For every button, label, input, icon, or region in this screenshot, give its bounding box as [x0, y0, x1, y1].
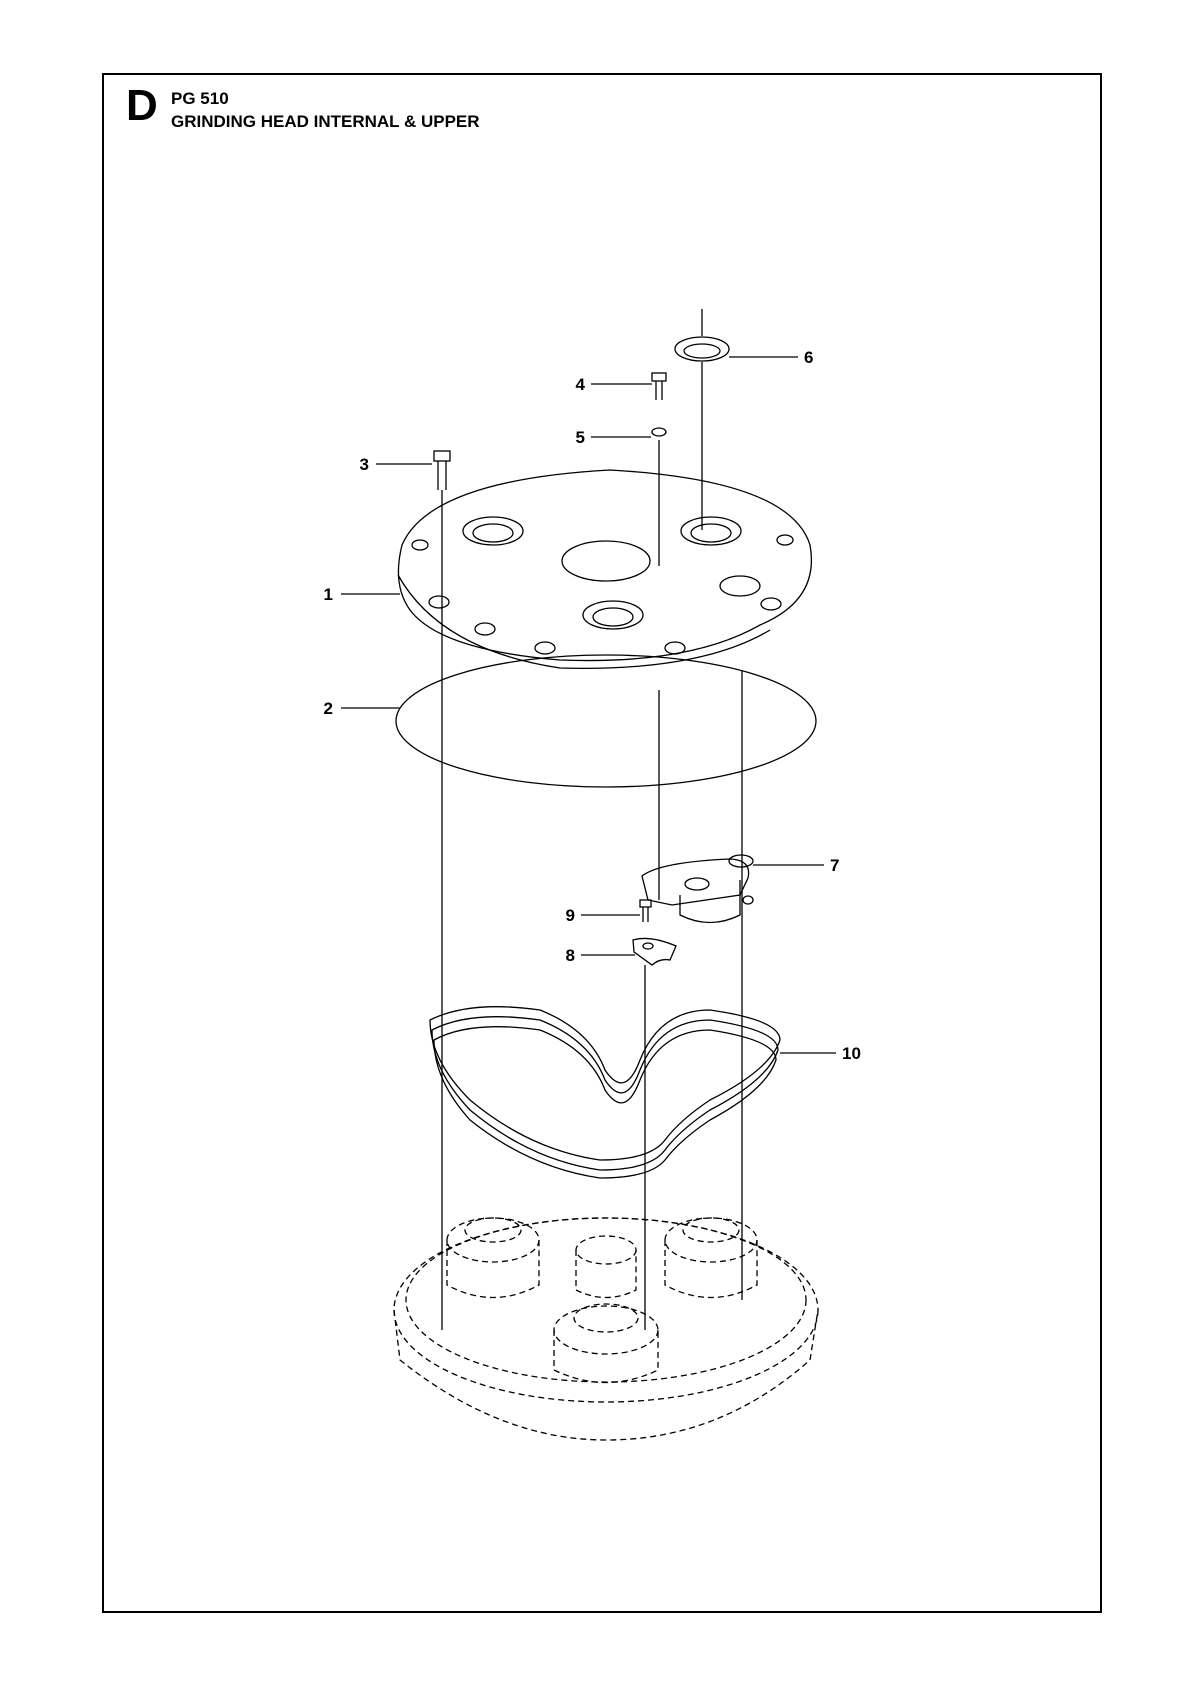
part-top-cover — [397, 469, 812, 669]
part-tensioner-bracket — [641, 854, 754, 924]
callout-5: 5 — [576, 428, 585, 447]
callout-10: 10 — [842, 1044, 861, 1063]
callout-1: 1 — [324, 585, 333, 604]
callout-4: 4 — [576, 375, 586, 394]
callout-2: 2 — [324, 699, 333, 718]
part-small-bolt — [639, 899, 652, 922]
callout-8: 8 — [566, 946, 575, 965]
part-bolt-3 — [433, 450, 451, 1330]
part-gasket — [395, 654, 817, 788]
callout-3: 3 — [360, 455, 369, 474]
callout-9: 9 — [566, 906, 575, 925]
diagram-title: GRINDING HEAD INTERNAL & UPPER — [171, 112, 480, 131]
section-letter: D — [126, 81, 158, 130]
part-washer-5 — [651, 427, 667, 437]
part-clamp-plate — [632, 937, 677, 966]
page-frame — [102, 73, 1102, 1613]
model-label: PG 510 — [171, 89, 229, 108]
part-seal-ring — [674, 309, 730, 530]
part-belt — [429, 1006, 781, 1179]
part-bolt-4 — [651, 372, 667, 400]
part-base-assembly — [393, 1217, 819, 1441]
callout-6: 6 — [804, 348, 813, 367]
callout-7: 7 — [830, 856, 839, 875]
